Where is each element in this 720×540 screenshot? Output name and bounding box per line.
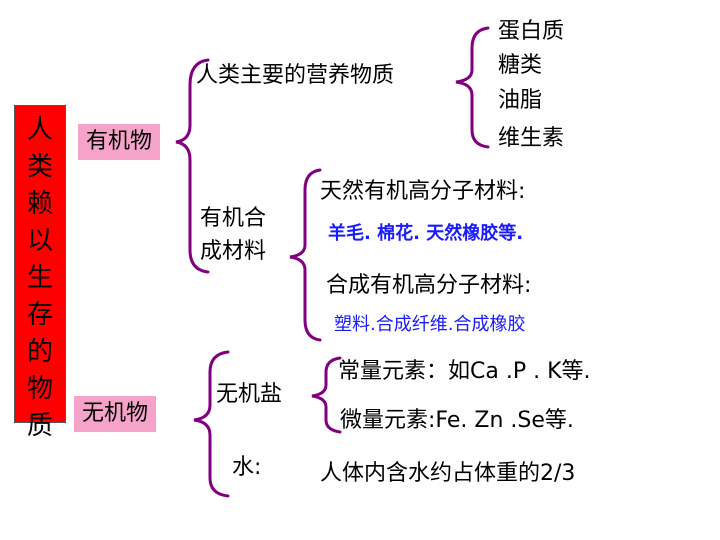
salts-label: 无机盐 [216,382,283,407]
synthetic-label-line2: 成材料 [200,239,267,264]
organic-box: 有机物 [78,124,161,160]
natural-polymer-examples: 羊毛. 棉花. 天然橡胶等. [328,223,524,244]
brace-nutrients [455,26,490,149]
brace-inorganic [193,350,230,498]
synthetic-polymer-label: 合成有机高分子材料: [326,273,532,298]
root-box: 人类赖以生存的物质 [14,105,66,441]
nutrient-item: 维生素 [498,126,565,151]
natural-polymer-label: 天然有机高分子材料: [320,179,526,204]
major-elements: 常量元素：如Ca .P . K等. [338,359,591,384]
brace-synthetic [289,168,322,342]
synthetic-label-line1: 有机合 [200,206,267,231]
brace-salts [311,356,342,434]
nutrient-item: 油脂 [498,88,543,113]
inorganic-box: 无机物 [74,396,157,432]
root-label: 人类赖以生存的物质 [26,115,53,441]
trace-elements: 微量元素:Fe. Zn .Se等. [340,408,574,433]
brace-organic [175,58,210,274]
nutrient-item: 蛋白质 [498,19,565,44]
synthetic-polymer-examples: 塑料.合成纤维.合成橡胶 [334,314,526,335]
nutrients-label: 人类主要的营养物质 [196,63,395,88]
water-fact: 人体内含水约占体重的2/3 [320,461,576,486]
nutrient-item: 糖类 [498,53,543,78]
water-label: 水: [232,455,262,480]
